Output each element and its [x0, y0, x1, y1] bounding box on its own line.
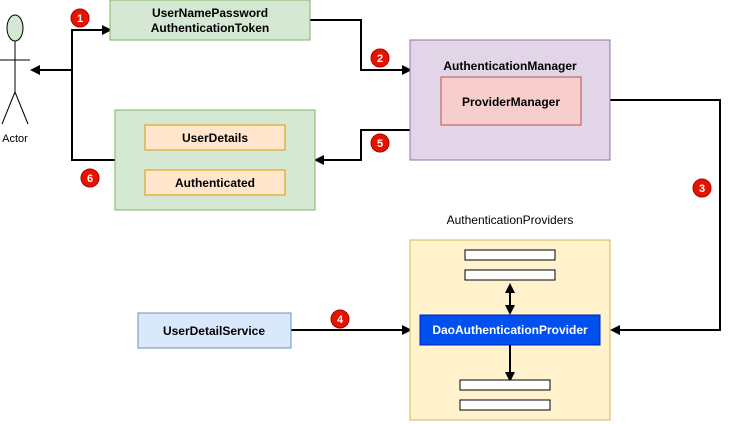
svg-text:4: 4 [337, 314, 344, 326]
provider-manager-label: ProviderManager [462, 95, 560, 109]
user-detail-service-label: UserDetailService [163, 324, 265, 338]
token-box-line1: UserNamePassword [152, 6, 268, 20]
svg-text:5: 5 [377, 138, 383, 150]
svg-text:6: 6 [87, 173, 93, 185]
authentication-manager-box[interactable]: AuthenticationManager ProviderManager [409, 39, 611, 161]
authenticated-label: Authenticated [175, 176, 255, 190]
authentication-providers-box[interactable]: DaoAuthenticationProvider [409, 239, 611, 421]
arrow-manager-to-result [314, 129, 410, 165]
line-result-to-actor [71, 70, 115, 161]
authentication-manager-title: AuthenticationManager [443, 59, 577, 73]
svg-text:2: 2 [377, 53, 383, 65]
provider-placeholder-2 [464, 269, 556, 281]
provider-placeholder-1 [464, 249, 556, 261]
step-badge-2: 2 [370, 48, 390, 68]
token-box-line2: AuthenticationToken [151, 21, 269, 35]
actor-figure[interactable]: Actor [0, 14, 30, 145]
step-badge-3: 3 [692, 178, 712, 198]
actor-right-leg [14, 91, 29, 125]
svg-text:3: 3 [699, 183, 705, 195]
svg-text:1: 1 [77, 13, 83, 25]
arrow-manager-to-dao [610, 99, 721, 335]
actor-label: Actor [2, 133, 28, 145]
user-details-box[interactable] [144, 124, 286, 151]
result-box[interactable]: UserDetails Authenticated [114, 109, 316, 211]
dao-provider-box[interactable] [419, 314, 601, 346]
dao-provider-label: DaoAuthenticationProvider [432, 323, 588, 337]
authenticated-box[interactable] [144, 169, 286, 196]
provider-placeholder-3 [459, 379, 551, 391]
user-detail-service-box[interactable]: UserDetailService [137, 312, 292, 349]
user-details-label: UserDetails [182, 131, 248, 145]
step-badge-6: 6 [80, 168, 100, 188]
step-badge-4: 4 [330, 309, 350, 329]
step-badge-5: 5 [370, 133, 390, 153]
actor-head [6, 14, 24, 42]
arrow-token-to-manager [310, 19, 412, 75]
provider-placeholder-4 [459, 399, 551, 411]
provider-manager-box[interactable] [440, 76, 582, 126]
step-badge-1: 1 [70, 8, 90, 28]
authentication-providers-title: AuthenticationProviders [447, 213, 574, 227]
token-box[interactable]: UserNamePassword AuthenticationToken [109, 0, 311, 41]
actor-left-leg [1, 91, 16, 125]
arrow-actor-to-token [71, 25, 112, 70]
